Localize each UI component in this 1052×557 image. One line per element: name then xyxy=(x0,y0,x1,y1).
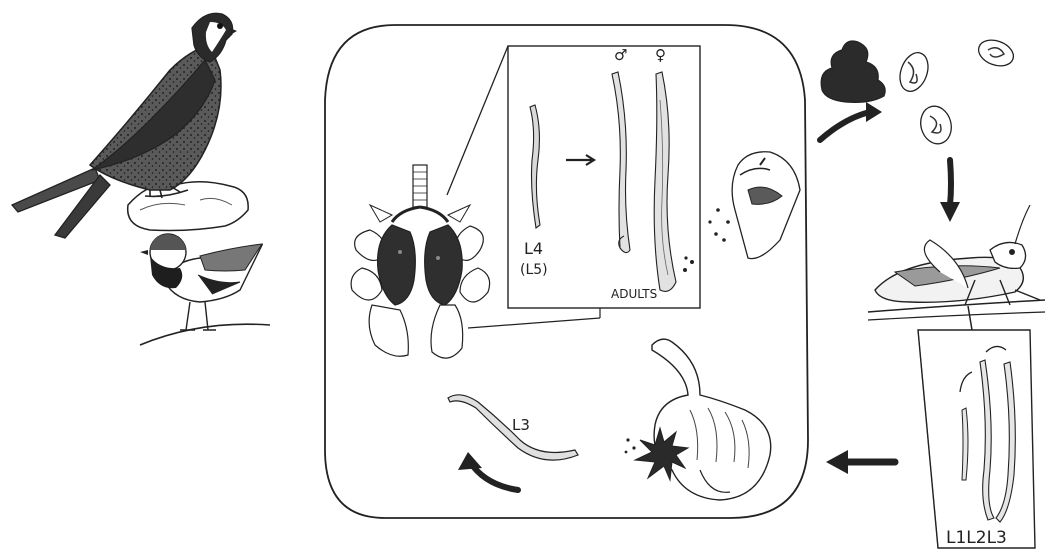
small-bird-icon xyxy=(140,234,270,345)
arrow-feces-to-eggs xyxy=(820,112,870,140)
arrow-l4-to-adults xyxy=(566,155,594,165)
eggs-icon xyxy=(895,36,1017,148)
l4-label: L4 xyxy=(524,239,543,258)
female-symbol: ♀ xyxy=(655,46,666,64)
male-symbol: ♂ xyxy=(614,46,627,64)
l3-label: L3 xyxy=(512,416,530,434)
falcon-icon xyxy=(12,13,248,238)
l4-larva xyxy=(530,105,540,228)
beak-icon xyxy=(732,152,800,259)
larvae-inset xyxy=(918,330,1035,548)
arrow-eggs-to-insect xyxy=(950,160,951,205)
larvae-label: L1L2L3 xyxy=(946,528,1007,548)
expelled-eggs xyxy=(708,208,729,242)
adults-label: ADULTS xyxy=(611,287,657,301)
male-worm xyxy=(612,72,630,253)
egg-dots xyxy=(683,256,694,272)
grasshopper-icon xyxy=(868,205,1045,320)
lungs-icon xyxy=(351,165,490,358)
feces-icon xyxy=(821,41,885,102)
l5-label: (L5) xyxy=(520,262,548,278)
gut-icon xyxy=(635,339,771,500)
gut-eggs xyxy=(625,438,636,453)
